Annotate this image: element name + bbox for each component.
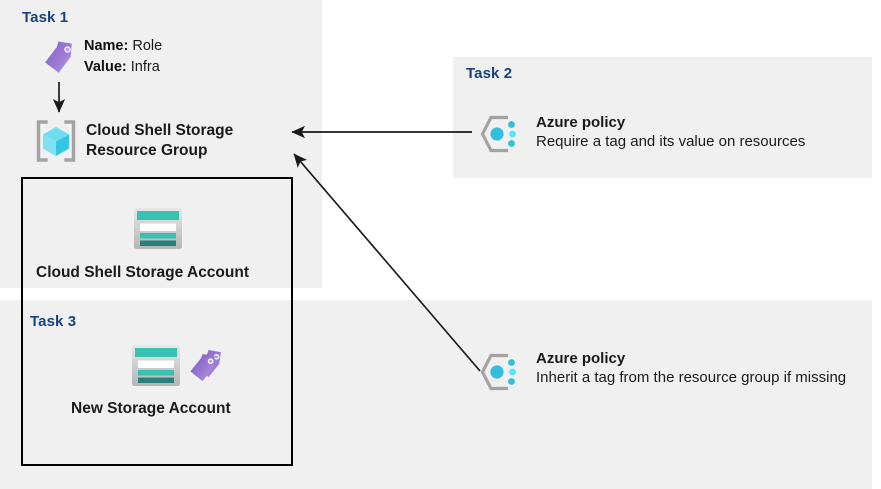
azure-policy-require-block: Azure policy Require a tag and its value…: [536, 113, 866, 152]
azure-policy-inherit-description: Inherit a tag from the resource group if…: [536, 369, 847, 386]
tag-icon: [45, 41, 72, 73]
tag-value-row: Value: Infra: [84, 57, 162, 78]
azure-policy-inherit-block: Azure policy Inherit a tag from the reso…: [536, 349, 866, 388]
tag-value-value: Infra: [130, 59, 160, 75]
tag-key-values: Name: Role Value: Infra: [84, 36, 162, 78]
tag-name-row: Name: Role: [84, 36, 162, 57]
azure-policy-icon: [480, 353, 516, 391]
double-tag-icon: [190, 349, 221, 382]
azure-policy-require-title: Azure policy: [536, 114, 626, 131]
task2-label: Task 2: [466, 65, 513, 82]
task2-panel: [453, 57, 872, 178]
resource-group-icon: [36, 120, 76, 162]
tag-name-value: Role: [132, 38, 163, 54]
storage-account-icon: [134, 208, 182, 249]
storage-account-2-caption: New Storage Account: [71, 400, 231, 417]
storage-account-1-caption: Cloud Shell Storage Account: [36, 264, 249, 281]
storage-accounts-outline-box: [21, 177, 293, 466]
tag-value-key: Value:: [84, 59, 127, 75]
task3-label: Task 3: [30, 313, 77, 330]
task1-label: Task 1: [22, 9, 69, 26]
azure-policy-icon: [480, 115, 516, 153]
azure-policy-inherit-title: Azure policy: [536, 350, 626, 367]
resource-group-title: Cloud Shell Storage Resource Group: [86, 122, 234, 159]
azure-policy-require-description: Require a tag and its value on resources: [536, 133, 806, 150]
storage-account-icon: [132, 345, 180, 386]
tag-name-key: Name:: [84, 38, 129, 54]
